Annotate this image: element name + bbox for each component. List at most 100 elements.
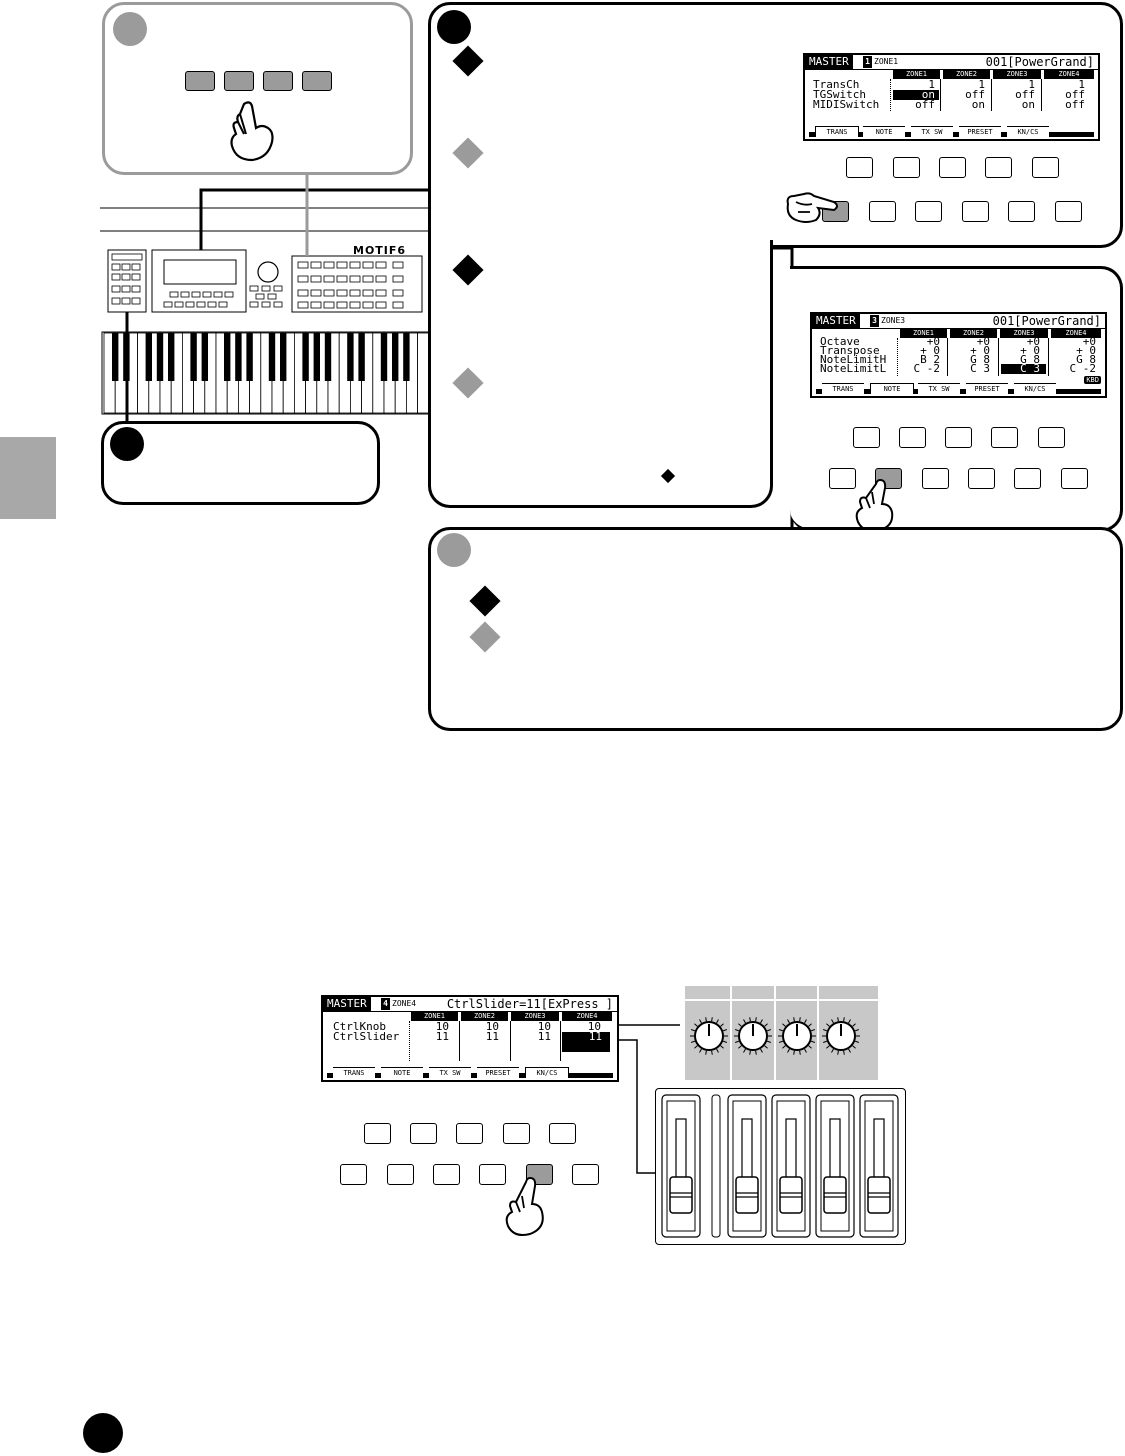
knob-icon [778,1017,816,1055]
pointing-hand-icon [230,101,274,162]
tab-preset[interactable]: PRESET [959,126,1001,137]
sub-button-4[interactable] [968,468,995,489]
sub-button-3[interactable] [922,468,949,489]
value-cell: 1 [1028,78,1035,91]
tab-tx-sw[interactable]: TX SW [429,1067,471,1078]
lcd-title: 001[PowerGrand] [985,55,1094,69]
knob-icon [690,1017,728,1055]
side-tab [0,437,56,519]
param-label: NoteLimitH [820,353,887,366]
zone-header: ZONE1 [411,1012,458,1021]
zone-header: ZONE3 [511,1012,559,1021]
value-cell-selected[interactable]: C 3 [1001,363,1046,374]
value-cell: on [971,98,985,111]
tab-note[interactable]: NOTE [870,383,914,394]
function-button-1[interactable] [846,157,873,178]
tab-preset[interactable]: PRESET [966,383,1008,394]
function-button-3[interactable] [945,427,972,448]
zone-button-4[interactable] [302,71,332,91]
param-label: NoteLimitL [820,362,887,375]
tab-note[interactable]: NOTE [863,126,905,137]
function-button-5[interactable] [1032,157,1059,178]
tab-tx-sw[interactable]: TX SW [911,126,953,137]
black-key [380,333,388,381]
function-button-5[interactable] [1038,427,1065,448]
sub-button-4[interactable] [479,1164,506,1185]
function-button-3[interactable] [939,157,966,178]
function-button-4[interactable] [985,157,1012,178]
value-cell-selected[interactable]: on [893,89,939,100]
tab-kn-cs[interactable]: KN/CS [525,1067,569,1078]
function-button-2[interactable] [893,157,920,178]
keyboard-illustration: MOTIF6 [100,190,436,415]
value-cell: + 0 [1020,344,1040,357]
black-key [358,333,365,381]
function-button-3[interactable] [456,1123,483,1144]
value-cell: 10 [537,1020,551,1033]
pointing-hand-icon [855,478,894,532]
sub-button-1[interactable] [829,468,856,489]
slider-icon [771,1094,811,1238]
function-button-5[interactable] [549,1123,576,1144]
value-cell: +0 [926,335,940,348]
sub-button-1[interactable] [340,1164,367,1185]
sub-button-6[interactable] [1055,201,1082,222]
black-key [112,333,119,381]
function-button-4[interactable] [991,427,1018,448]
zone-header: ZONE1 [900,329,947,338]
slider-icon [815,1094,855,1238]
tab-kn-cs[interactable]: KN/CS [1014,383,1056,394]
tab-preset[interactable]: PRESET [477,1067,519,1078]
function-button-1[interactable] [364,1123,391,1144]
lcd-mode: MASTER [323,997,371,1011]
zone-header: ZONE3 [993,70,1041,79]
sub-button-3[interactable] [433,1164,460,1185]
tab-kn-cs[interactable]: KN/CS [1007,126,1049,137]
value-cell: off [965,88,985,101]
function-button-2[interactable] [410,1123,437,1144]
tab-trans[interactable]: TRANS [333,1067,375,1078]
step-circle-black [110,427,144,461]
black-key [145,333,152,381]
value-cell-selected[interactable]: 11 [562,1031,610,1052]
zone-button-3[interactable] [263,71,293,91]
sub-button-2[interactable] [387,1164,414,1185]
lcd-mode: MASTER [812,314,860,328]
black-key [302,333,309,381]
page-number-circle [83,1413,123,1453]
pointing-hand-icon [505,1176,544,1236]
zone-header: ZONE4 [1051,329,1101,338]
sub-button-6[interactable] [572,1164,599,1185]
param-label: TransCh [813,78,860,91]
black-key [235,333,242,381]
sub-button-2[interactable] [869,201,896,222]
zone-button-2[interactable] [224,71,254,91]
function-button-1[interactable] [853,427,880,448]
slider-icon [859,1094,899,1238]
sub-button-5[interactable] [1014,468,1041,489]
black-key [190,333,197,381]
function-button-4[interactable] [503,1123,530,1144]
tab-note[interactable]: NOTE [381,1067,423,1078]
tab-tx-sw[interactable]: TX SW [918,383,960,394]
function-button-2[interactable] [899,427,926,448]
value-cell: on [1021,98,1035,111]
sub-button-6[interactable] [1061,468,1088,489]
value-cell: G 8 [1076,353,1096,366]
keyboard-logo: MOTIF6 [353,244,406,257]
param-label: Octave [820,335,860,348]
zone-button-1[interactable] [185,71,215,91]
param-label: CtrlSlider [333,1030,400,1043]
black-key [403,333,410,381]
step-circle-black-2 [437,10,471,44]
sub-button-3[interactable] [915,201,942,222]
value-cell: +0 [976,335,990,348]
zone-header: ZONE1 [893,70,940,79]
tab-trans[interactable]: TRANS [815,126,859,137]
sub-button-4[interactable] [962,201,989,222]
sub-button-5[interactable] [1008,201,1035,222]
tab-trans[interactable]: TRANS [822,383,864,394]
value-cell: off [1065,88,1085,101]
